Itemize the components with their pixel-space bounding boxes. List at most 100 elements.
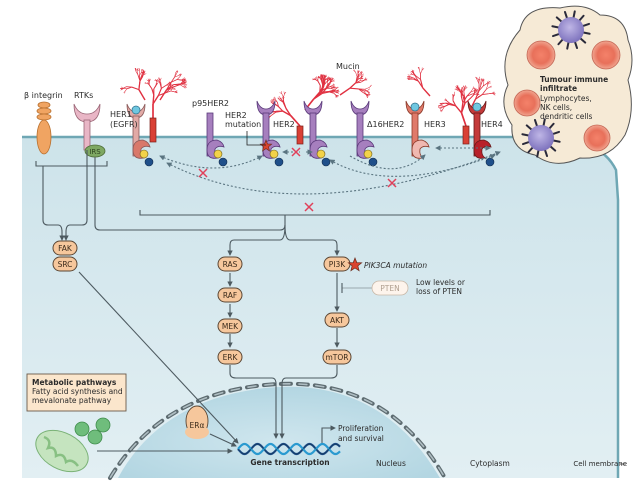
dimerization-interactions: [159, 145, 501, 195]
dimer-arc-her2-her4: [329, 154, 496, 177]
dimer-arc-her3-d16: [349, 154, 426, 170]
dna-helix-icon: [237, 442, 341, 456]
src-node: SRC: [52, 256, 78, 272]
raf-node-label: RAF: [223, 291, 237, 300]
cell-membrane-label: Cell membrane: [573, 460, 627, 468]
lymphocyte-cell: [526, 40, 556, 70]
dendritic-cell: [521, 118, 561, 158]
adaptor-icon: [321, 157, 331, 167]
immune-title-line1: Tumour immune: [540, 75, 608, 84]
mtor-node: mTOR: [322, 349, 352, 365]
her1-label-line2: (EGFR): [110, 120, 138, 129]
mucin-tree: [406, 66, 431, 97]
fak-node: FAK: [52, 240, 78, 256]
phosphate-icon: [213, 149, 223, 159]
her2-mutation-star-icon: [259, 139, 273, 152]
her1-label-line1: HER1: [110, 110, 132, 119]
inhibition-marks: [198, 147, 397, 212]
ras-node-label: RAS: [223, 260, 238, 269]
phosphate-icon: [363, 149, 373, 159]
mek-node-label: MEK: [222, 322, 239, 331]
tumour-immune-infiltrate: Tumour immune infiltrate Lymphocytes, NK…: [503, 5, 633, 164]
dendritic-cell: [551, 10, 591, 50]
phosphate-icon: [139, 149, 149, 159]
mucin-tree: [159, 70, 188, 101]
mucin-tree: [437, 85, 480, 127]
mucin-label: Mucin: [336, 62, 360, 71]
pik3ca-mutation-star-icon: [347, 257, 363, 272]
beta-integrin-label: β integrin: [24, 91, 63, 100]
her3-label: HER3: [424, 120, 446, 129]
akt-node: AKT: [324, 312, 350, 328]
phosphate-icon: [269, 149, 279, 159]
lymphocyte-cell: [591, 40, 621, 70]
mucin-anchor: [296, 125, 304, 145]
nucleus-label: Nucleus: [376, 459, 406, 468]
mtor-node-label: mTOR: [325, 353, 348, 362]
er-alpha-label: ERα: [190, 421, 205, 430]
lymphocyte-cell: [513, 89, 541, 117]
pi3k-node-label: PI3K: [329, 260, 347, 269]
cytoplasm-region: [22, 137, 618, 478]
her2-label: HER2: [273, 120, 295, 129]
x-mark-icon: [291, 147, 301, 157]
adaptor-icon: [218, 157, 228, 167]
metabolite-vesicle: [95, 417, 111, 433]
her2-mutation-pointer: [246, 131, 266, 146]
pten-node: PTEN: [371, 280, 409, 296]
outcome-line2: and survival: [338, 434, 384, 443]
signalling-nodes: FAK SRC RAS RAF MEK ERK PI3K AKT mTOR: [52, 240, 352, 365]
mucin-anchor: [149, 117, 157, 143]
ligand-icon: [472, 102, 482, 112]
erk-node-label: ERK: [223, 353, 239, 362]
pi3k-node: PI3K: [323, 256, 351, 272]
immune-desc-line3: dendritic cells: [540, 112, 592, 121]
her1-receptor: [126, 103, 154, 167]
mucin-tree: [119, 67, 147, 101]
pten-note-line2: loss of PTEN: [416, 287, 462, 296]
erk-node: ERK: [217, 349, 243, 365]
er-alpha-node: ERα: [185, 405, 209, 439]
adaptor-icon: [274, 157, 284, 167]
rtks-label: RTKs: [74, 91, 93, 100]
metabolic-pathways-box: Metabolic pathways Fatty acid synthesis …: [26, 373, 127, 412]
x-mark-icon: [387, 178, 397, 188]
mek-node: MEK: [217, 318, 243, 334]
metabolite-vesicle: [74, 421, 90, 437]
pik3ca-mutation-label: PIK3CA mutation: [364, 261, 427, 270]
adaptor-icon: [368, 157, 378, 167]
pten-label: PTEN: [380, 284, 399, 293]
ras-node: RAS: [217, 256, 243, 272]
her2-mutation-label-line2: mutation: [225, 120, 261, 129]
adaptor-icon: [485, 157, 495, 167]
immune-desc-line2: NK cells,: [540, 103, 572, 112]
pten-note-line1: Low levels or: [416, 278, 466, 287]
raf-node: RAF: [217, 287, 243, 303]
ligand-icon: [131, 105, 141, 115]
gene-transcription-label: Gene transcription: [250, 458, 329, 467]
outcome-line1: Proliferation: [338, 424, 384, 433]
metabolic-desc-line1: Fatty acid synthesis and: [32, 387, 123, 396]
src-node-label: SRC: [58, 260, 73, 269]
adaptor-icon: [144, 157, 154, 167]
her2-mutation-label-line1: HER2: [225, 111, 247, 120]
mucin-tree: [304, 74, 340, 111]
immune-desc-line1: Lymphocytes,: [540, 94, 592, 103]
metabolite-vesicle: [87, 429, 103, 445]
p95her2-label: p95HER2: [192, 99, 229, 108]
irs-label: IRS: [89, 148, 101, 156]
ligand-icon: [410, 102, 420, 112]
d16her2-label: Δ16HER2: [367, 120, 404, 129]
beta-integrin-receptor: β integrin: [24, 91, 63, 155]
x-mark-icon: [198, 168, 208, 178]
metabolic-desc-line2: mevalonate pathway: [32, 396, 112, 405]
mucin-anchor: [462, 125, 470, 145]
mucin-glycoproteins: [119, 66, 496, 127]
fak-node-label: FAK: [58, 244, 73, 253]
signalling-connectors: [35, 150, 491, 454]
metabolic-title: Metabolic pathways: [32, 378, 117, 387]
x-mark-icon: [304, 202, 314, 212]
akt-node-label: AKT: [330, 316, 344, 325]
mitochondrion-icon: [35, 417, 111, 473]
